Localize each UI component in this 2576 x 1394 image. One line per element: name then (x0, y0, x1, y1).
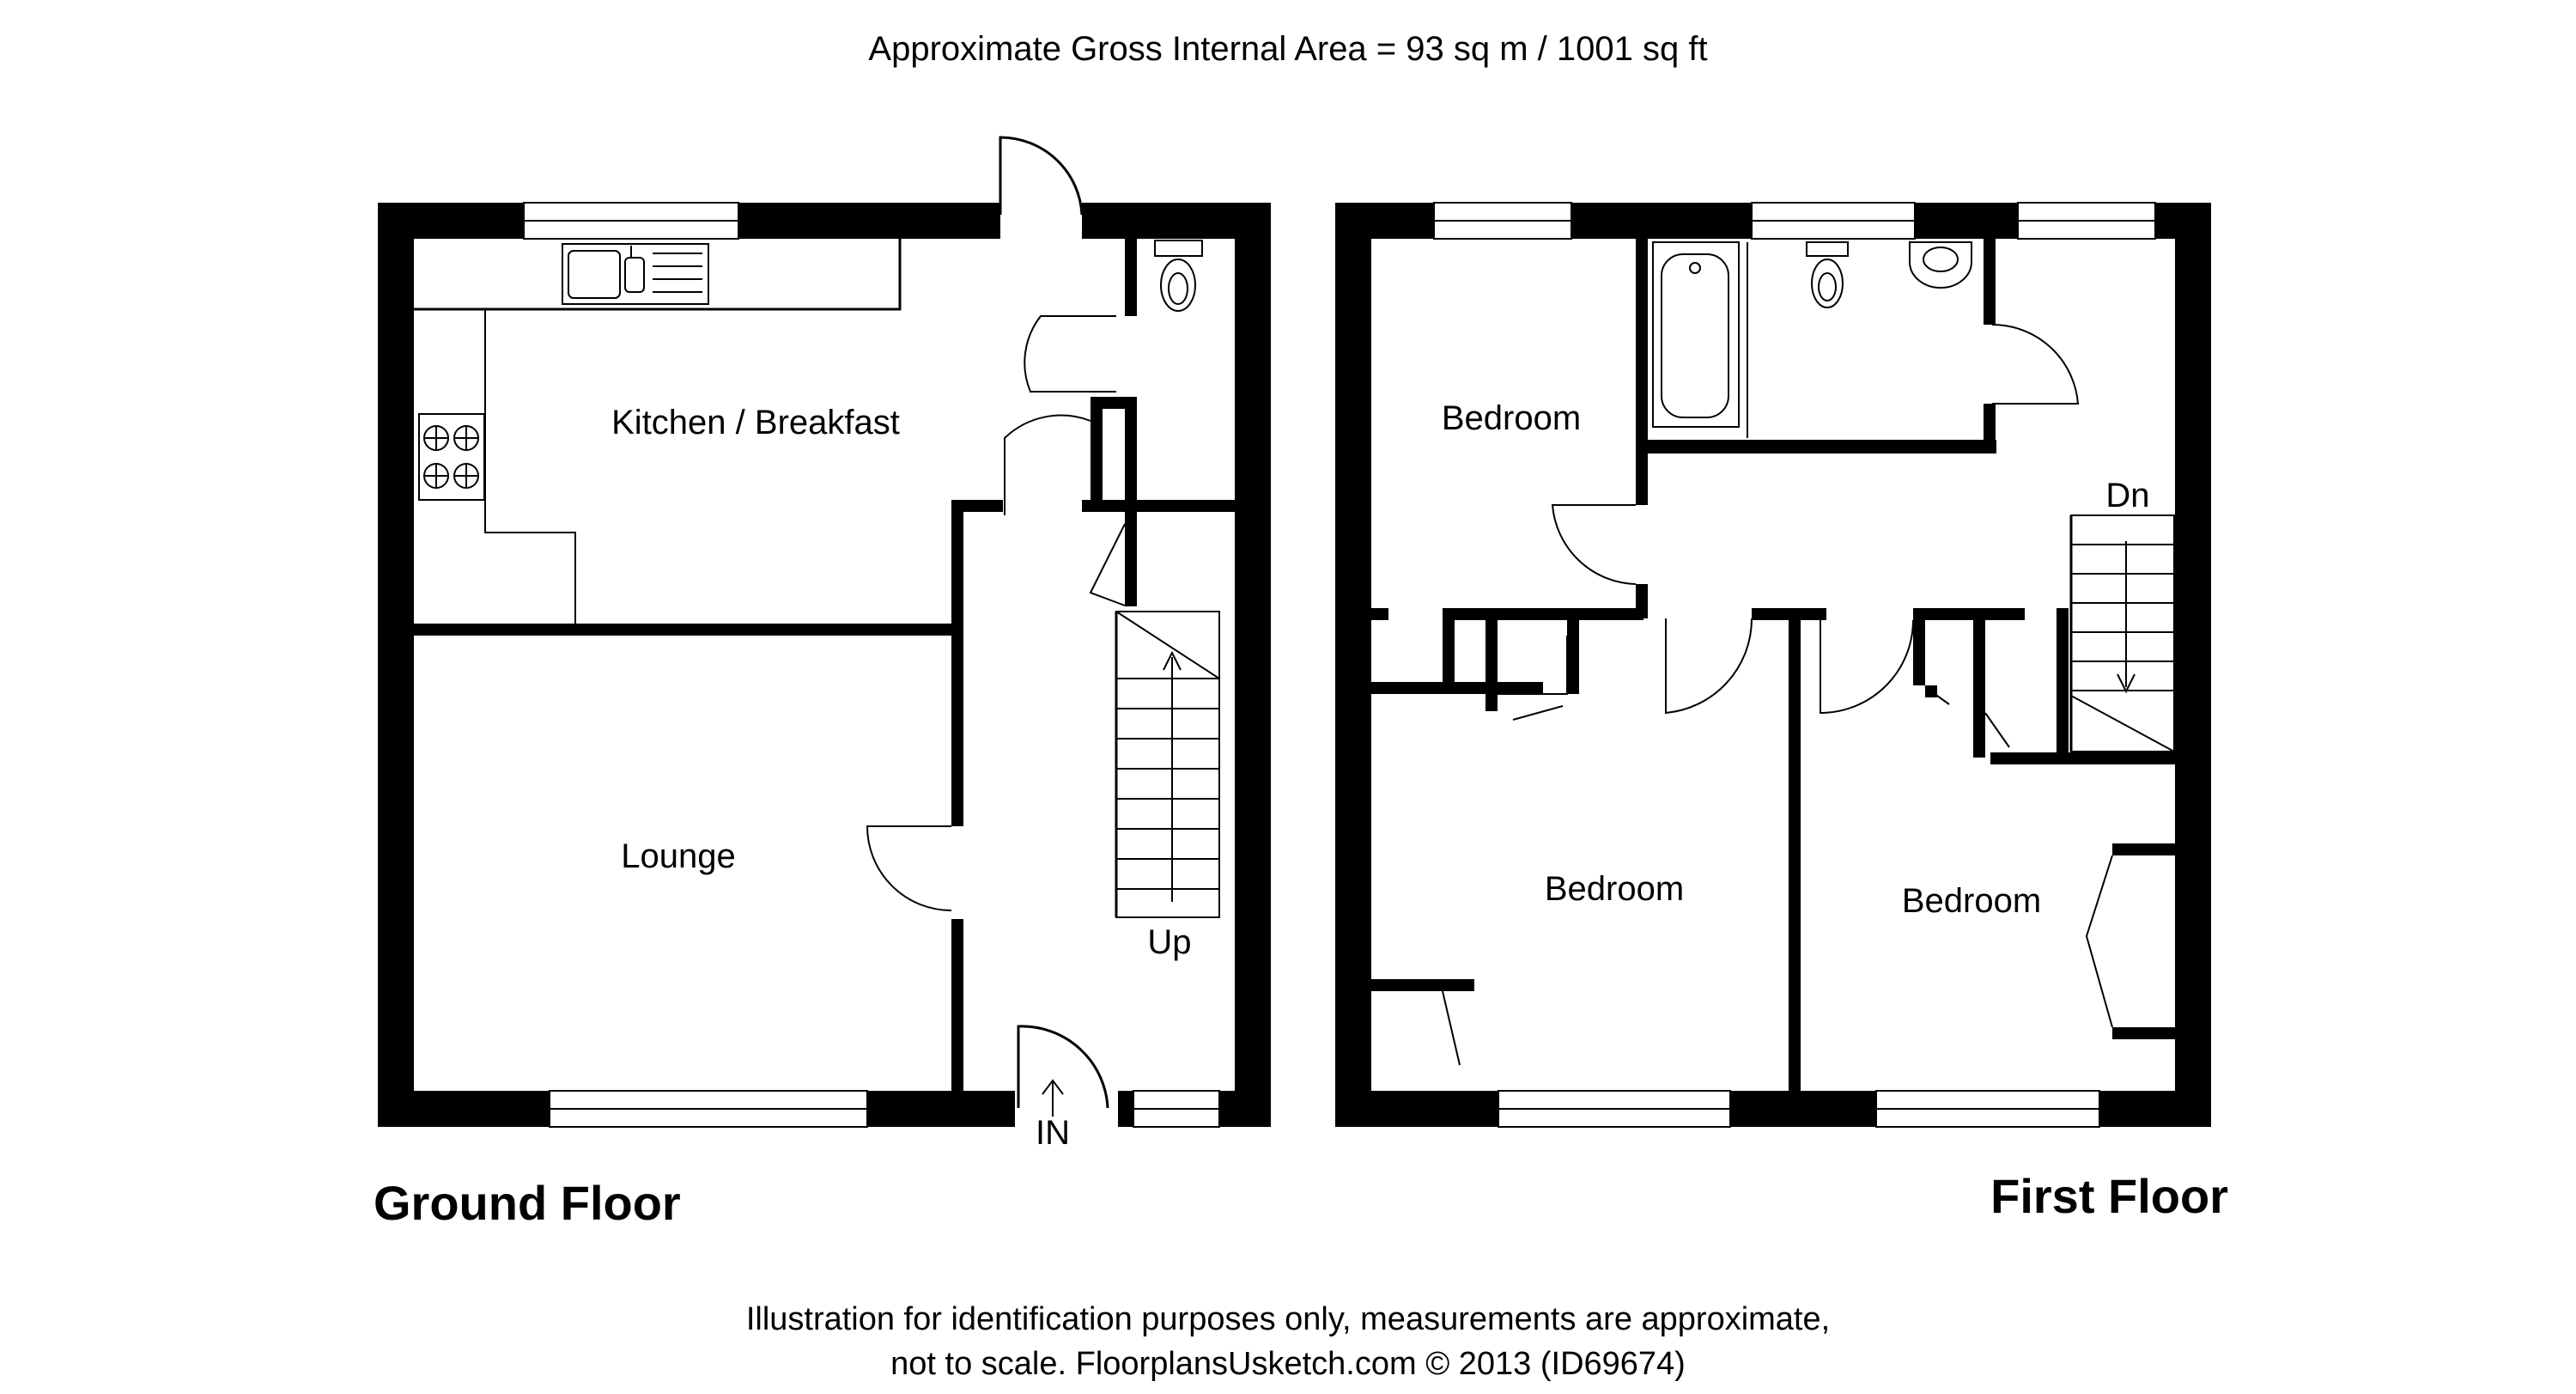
staircase-ground (1115, 611, 1220, 918)
gross-area-label: Approximate Gross Internal Area = 93 sq … (868, 30, 1707, 68)
bath-icon (1652, 241, 1740, 428)
lounge-label: Lounge (621, 837, 735, 875)
toilet-icon-first (1806, 241, 1849, 308)
disclaimer-line-1: Illustration for identification purposes… (746, 1301, 1830, 1337)
first-floor-title: First Floor (1990, 1169, 2228, 1223)
hob-icon (418, 413, 485, 501)
ground-floor-title: Ground Floor (374, 1176, 681, 1230)
first-floor-plan: Bedroom Bedroom Bedroom Dn (1335, 202, 2211, 1128)
toilet-icon (1154, 240, 1203, 312)
kitchen-breakfast-label: Kitchen / Breakfast (611, 404, 900, 441)
ground-floor-plan: Kitchen / Breakfast Lounge Up IN (378, 136, 1271, 1152)
bedroom-2-label: Bedroom (1545, 870, 1684, 908)
staircase-first (2069, 514, 2175, 752)
stairs-up-label: Up (1147, 923, 1191, 961)
entrance-arrow-icon (1042, 1079, 1064, 1117)
bedroom-1-label: Bedroom (1442, 399, 1581, 437)
bedroom-3-label: Bedroom (1902, 882, 2041, 920)
disclaimer-line-2: not to scale. FloorplansUsketch.com © 20… (890, 1346, 1686, 1382)
sink-icon (562, 243, 709, 305)
basin-icon (1909, 241, 1972, 289)
stairs-down-label: Dn (2105, 477, 2149, 514)
entrance-label: IN (1036, 1114, 1070, 1152)
